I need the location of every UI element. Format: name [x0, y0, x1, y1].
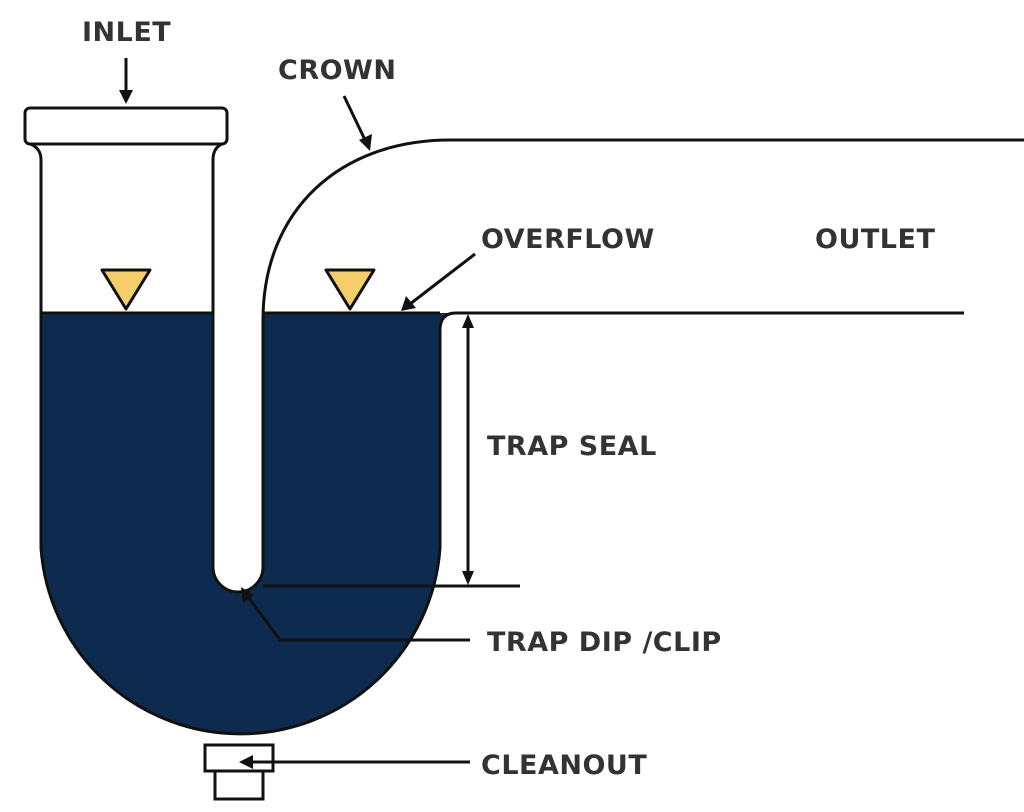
cleanout-nut — [203, 743, 275, 773]
inlet-left-wall — [29, 142, 43, 313]
inlet-cap — [23, 106, 229, 146]
overflow-arrow-head — [401, 296, 416, 311]
trap-seal-arrow-top — [462, 314, 474, 328]
water-level-marker-right — [324, 268, 376, 311]
trap-dip-arrow — [244, 593, 470, 642]
trap-bowl — [39, 311, 964, 736]
trap-dip-label: TRAP DIP /CLIP — [487, 627, 722, 658]
cleanout-label: CLEANOUT — [481, 750, 647, 781]
inlet-right-wall — [211, 142, 223, 567]
crown-pipe — [261, 138, 1024, 567]
trap-water — [41, 313, 456, 734]
outlet-label: OUTLET — [815, 224, 935, 255]
cleanout-plug — [213, 769, 265, 801]
water-level-marker-left — [100, 268, 152, 311]
inlet-label: INLET — [82, 17, 171, 48]
crown-arrow — [342, 95, 368, 143]
trap-seal-label: TRAP SEAL — [487, 431, 657, 462]
overflow-arrow — [409, 252, 476, 306]
trap-dip-arrow-head — [241, 587, 254, 603]
overflow-label: OVERFLOW — [481, 224, 655, 255]
trap-dip-curve — [211, 566, 265, 594]
crown-arrow-head — [359, 134, 372, 151]
crown-label: CROWN — [278, 55, 396, 86]
trap-seal-arrow-bottom — [462, 571, 474, 585]
cleanout-arrow-head — [239, 755, 253, 769]
inlet-arrow-head — [119, 90, 133, 104]
